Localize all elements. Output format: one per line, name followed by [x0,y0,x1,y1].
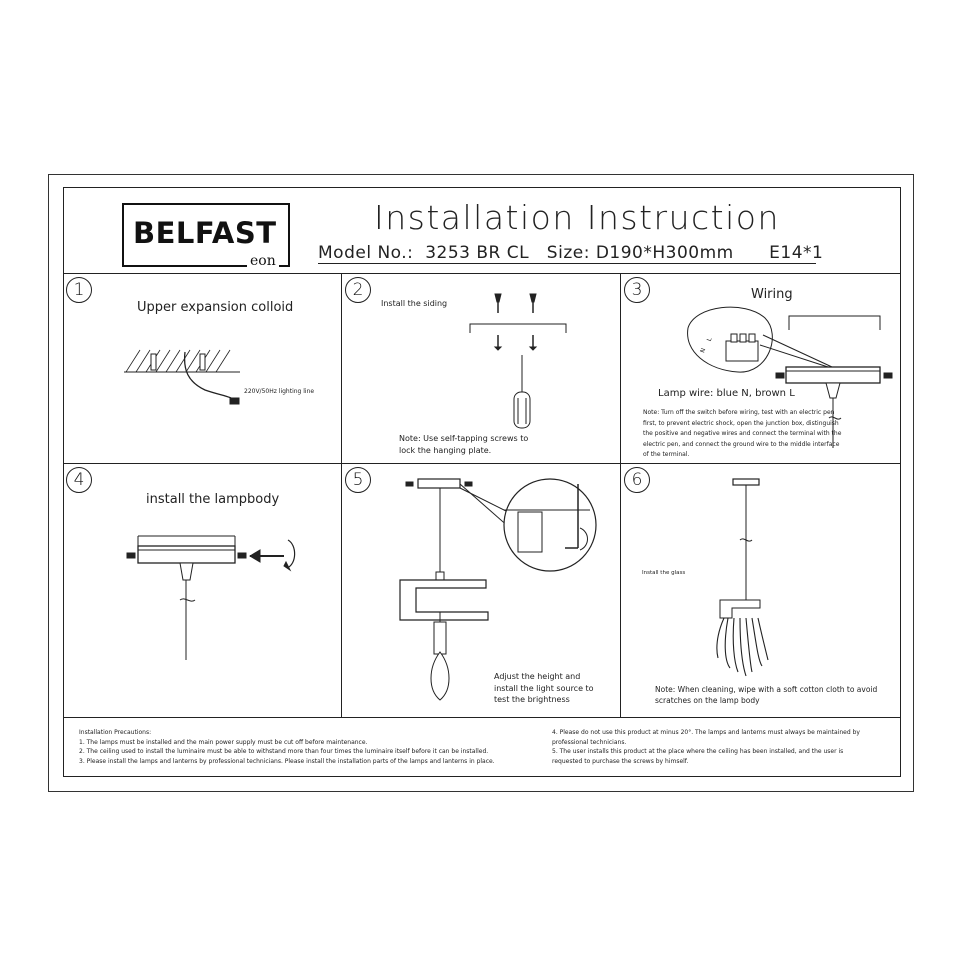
step-5-number: 5 [345,467,371,493]
model-info: Model No.: 3253 BR CL Size: D190*H300mm … [318,243,824,263]
step-5-note: Adjust the height and install the light … [494,672,594,704]
step-1-note: 220V/50Hz lighting line [244,388,315,395]
precaution-item-3: 3. Please install the lamps and lanterns… [79,757,495,765]
precaution-item-5: 5. The user installs this product at the… [552,748,844,765]
precaution-item-1: 1. The lamps must be installed and the m… [79,738,368,746]
step-6-note: Note: When cleaning, wipe with a soft co… [655,685,878,705]
step-3-number: 3 [624,277,650,303]
step-2-note: Note: Use self-tapping screws to lock th… [399,434,529,455]
step-6-label: Install the glass [642,570,686,576]
precautions-title: Installation Precautions: [79,729,152,736]
grid-line-middle [63,463,901,464]
precautions-left: Installation Precautions: 1. The lamps m… [79,728,549,766]
step-4-label: install the lampbody [146,492,280,507]
step-2-plate-illustration [469,293,567,429]
step-3-label: Wiring [751,287,793,302]
step-1-number: 1 [66,277,92,303]
page-title: Installation Instruction [374,198,780,237]
step-3-lamp-wire: Lamp wire: blue N, brown L [658,388,795,399]
step-4-lampbody-illustration [126,535,296,660]
step-3-wiring-illustration [687,306,893,448]
precautions-right: 4. Please do not use this product at min… [552,728,862,766]
model-underline [318,263,816,264]
step-5-pendant-illustration [399,478,597,701]
step-2-label: Install the siding [381,299,448,308]
outer-frame [48,174,914,792]
logo-box [122,203,290,267]
precaution-item-4: 4. Please do not use this product at min… [552,729,860,746]
step-3-note: Note: Turn off the switch before wiring,… [643,409,842,458]
grid-line-col2 [620,273,621,717]
step-4-number: 4 [66,467,92,493]
logo-name: BELFAST [133,216,277,250]
logo-sub: eon [247,253,279,269]
step-6-number: 6 [624,467,650,493]
step-1-label: Upper expansion colloid [137,300,294,315]
grid-line-col1 [341,273,342,717]
grid-line-top [63,273,901,274]
grid-line-bottom [63,717,901,718]
step-6-glass-illustration [716,478,769,677]
inner-frame [63,187,901,777]
precaution-item-2: 2. The ceiling used to install the lumin… [79,748,489,755]
step-2-number: 2 [345,277,371,303]
step-1-ceiling-illustration [124,349,240,405]
